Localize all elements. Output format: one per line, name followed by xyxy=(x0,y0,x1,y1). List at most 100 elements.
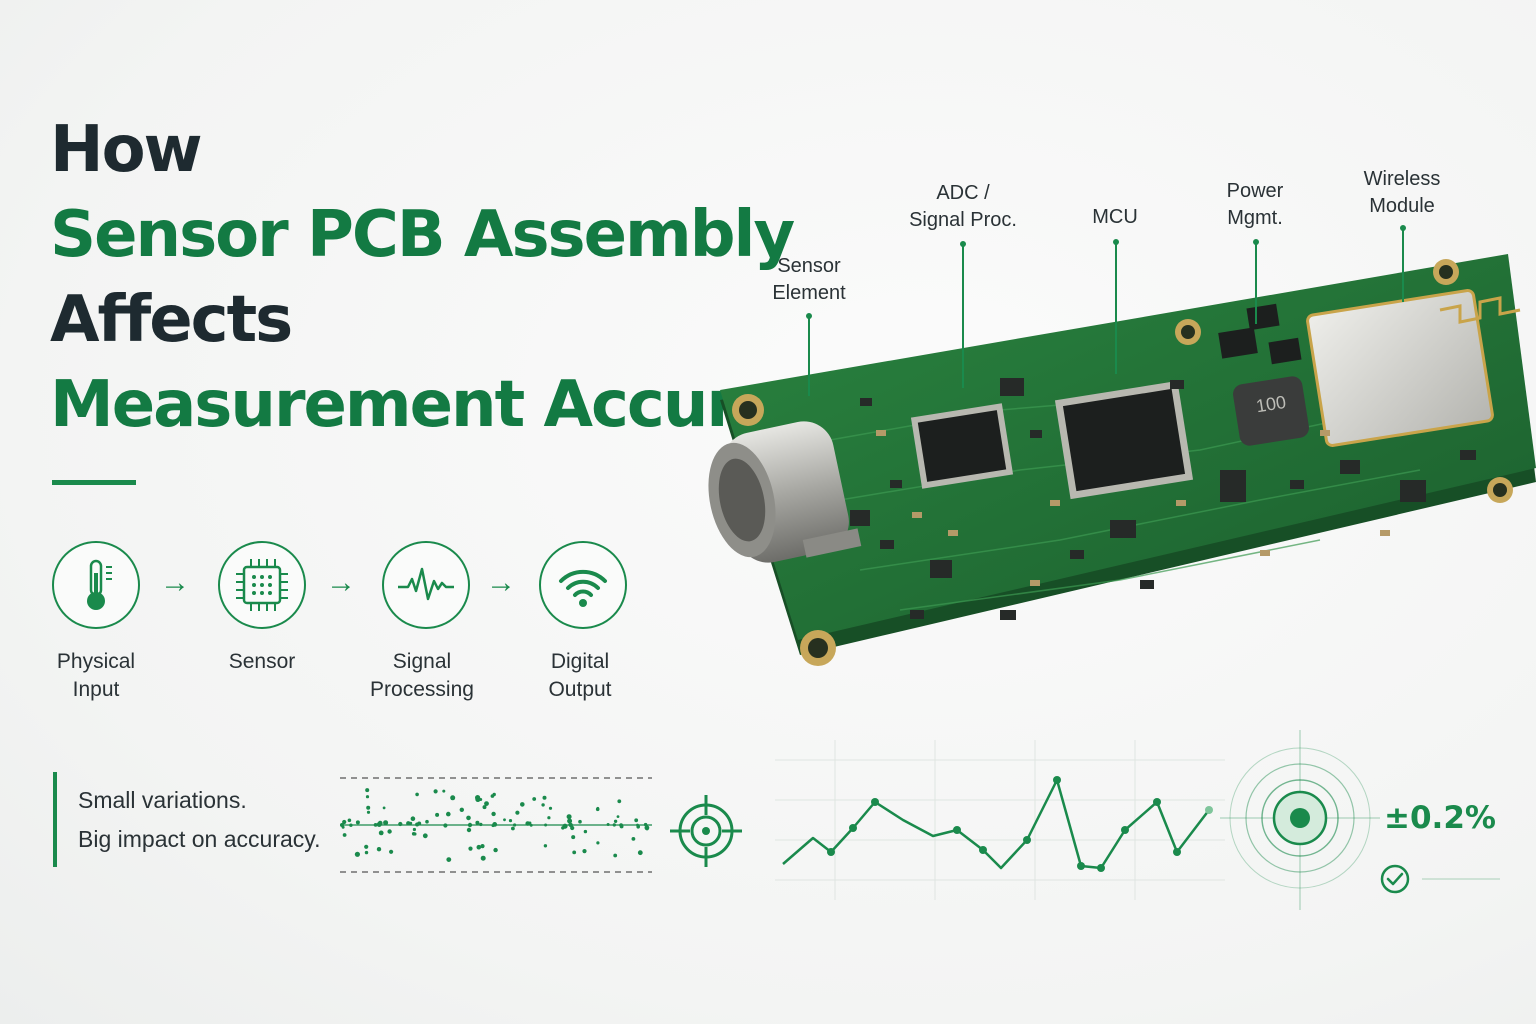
scatter-dot xyxy=(484,801,489,806)
leader-wireless xyxy=(1402,230,1404,302)
scatter-dot xyxy=(479,822,483,827)
scatter-dot xyxy=(544,823,548,827)
leader-dot xyxy=(1253,239,1259,245)
scatter-dot xyxy=(412,827,416,832)
scatter-dot xyxy=(422,833,428,839)
title-line-1: How xyxy=(50,113,203,187)
leader-mcu xyxy=(1115,244,1117,374)
antenna xyxy=(1439,296,1521,324)
scatter-dot xyxy=(342,833,347,837)
scatter-dot xyxy=(466,827,472,833)
scatter-dot xyxy=(442,789,446,793)
svg-text:100: 100 xyxy=(1255,392,1288,416)
leader-dot xyxy=(960,241,966,247)
scatter-dot xyxy=(542,795,547,800)
scatter-dot xyxy=(532,797,537,801)
scatter-dot xyxy=(366,805,371,810)
waveform-icon xyxy=(382,541,470,629)
title-line-4: Measurement Accuracy xyxy=(50,368,855,442)
scatter-dot xyxy=(398,821,403,827)
adc-chip xyxy=(910,403,1014,489)
scatter-dot xyxy=(616,815,620,818)
mcu-chip xyxy=(1054,380,1194,500)
sensor-can xyxy=(708,421,862,563)
scatter-dot xyxy=(520,802,525,807)
scatter-dot xyxy=(354,851,360,857)
scatter-dot xyxy=(606,823,610,826)
scatter-dot xyxy=(619,824,624,829)
scatter-dot xyxy=(373,823,378,827)
crosshair-icon xyxy=(670,795,742,867)
scatter-dot xyxy=(490,794,495,798)
scatter-dot xyxy=(341,825,345,829)
inductor: 100 xyxy=(1233,376,1309,446)
scatter-dot xyxy=(387,829,392,834)
scatter-dot xyxy=(347,818,352,823)
scatter-dot xyxy=(482,805,487,810)
variation-scatter xyxy=(340,777,652,873)
scatter-dot xyxy=(596,841,600,845)
scatter-dot xyxy=(417,821,422,826)
scatter-dot xyxy=(468,846,473,851)
scatter-dot xyxy=(543,844,548,848)
scatter-dot xyxy=(631,837,636,841)
arrow-right-icon: → xyxy=(486,566,516,599)
scatter-dot xyxy=(450,795,456,801)
scatter-dot xyxy=(634,818,639,823)
leader-sensor-element xyxy=(808,318,810,396)
scatter-dot xyxy=(566,814,572,820)
scatter-dot xyxy=(364,844,369,849)
leader-dot xyxy=(806,313,812,319)
scatter-dot xyxy=(595,807,600,812)
arrow-right-icon: → xyxy=(326,566,356,599)
scatter-dot xyxy=(475,820,480,825)
scatter-dot xyxy=(547,816,551,820)
scatter-dot xyxy=(433,789,438,794)
scatter-dot xyxy=(529,823,533,827)
scatter-dot xyxy=(503,818,506,822)
scatter-dot xyxy=(528,821,532,825)
scatter-dot xyxy=(389,849,394,854)
scatter-dot xyxy=(511,826,515,831)
scatter-dot xyxy=(645,827,649,831)
scatter-dot xyxy=(415,792,419,797)
scatter-dot xyxy=(636,825,640,829)
signal-line-chart xyxy=(775,740,1225,900)
check-circle-icon xyxy=(1380,864,1500,894)
scatter-dot xyxy=(513,823,517,827)
callout-mcu: MCU xyxy=(1092,206,1138,228)
scatter-dot xyxy=(492,822,498,827)
arrow-right-icon: → xyxy=(160,566,190,599)
scatter-dot xyxy=(366,810,371,814)
scatter-dot xyxy=(582,849,587,854)
scatter-dot xyxy=(613,819,618,823)
thermometer-icon xyxy=(52,541,140,629)
note-accent-bar xyxy=(53,772,57,867)
scatter-dot xyxy=(425,819,429,824)
scatter-dot xyxy=(406,821,411,826)
scatter-dot xyxy=(493,847,498,853)
scatter-dot xyxy=(349,823,353,827)
scatter-dot xyxy=(342,819,347,825)
scatter-dot xyxy=(355,820,360,825)
scatter-dot xyxy=(480,855,486,861)
scatter-dot xyxy=(480,844,485,849)
scatter-dot xyxy=(446,811,451,817)
scatter-dot xyxy=(613,853,618,858)
leader-power xyxy=(1255,244,1257,324)
scatter-dot xyxy=(365,788,370,793)
leader-dot xyxy=(1400,225,1406,231)
leader-dot xyxy=(1113,239,1119,245)
scatter-dot xyxy=(548,806,553,810)
scatter-dot xyxy=(617,799,622,804)
pcb-illustration: 100 xyxy=(708,254,1536,666)
scatter-dot xyxy=(476,844,482,850)
scatter-dot xyxy=(443,823,448,828)
scatter-dot xyxy=(376,847,382,852)
scatter-dot xyxy=(541,803,545,807)
scatter-dot xyxy=(508,819,513,823)
target-rings xyxy=(1220,730,1380,910)
scatter-dot xyxy=(411,832,416,836)
